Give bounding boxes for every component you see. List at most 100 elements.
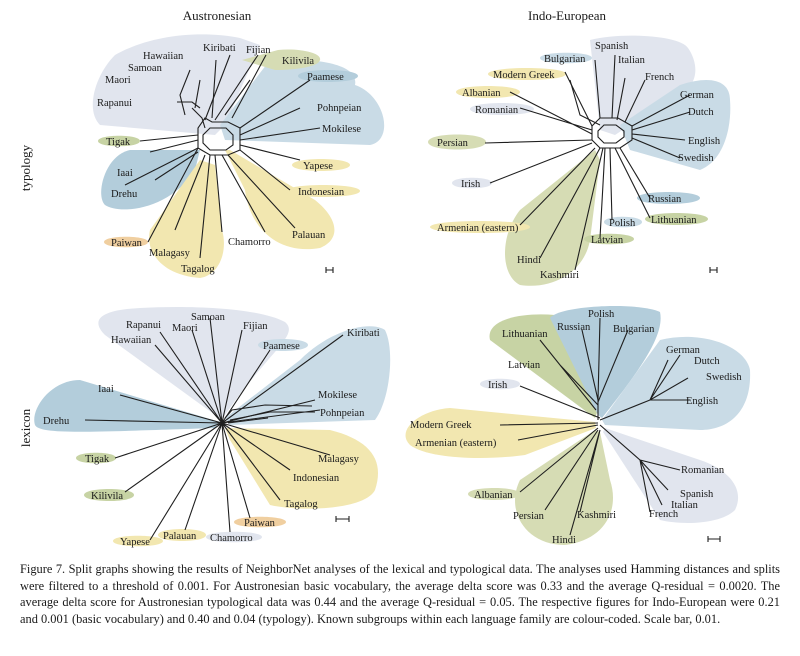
label-indonesian: Indonesian xyxy=(298,187,345,198)
label-kashmiri: Kashmiri xyxy=(540,270,579,281)
label-bulgarian: Bulgarian xyxy=(544,54,586,65)
label-mokilese: Mokilese xyxy=(318,390,357,401)
label-hindi: Hindi xyxy=(517,255,541,266)
label-fijian: Fijian xyxy=(243,321,268,332)
label-yapese: Yapese xyxy=(120,537,150,548)
label-paamese: Paamese xyxy=(307,72,344,83)
label-rapanui: Rapanui xyxy=(126,320,161,331)
figure-caption: Figure 7. Split graphs showing the resul… xyxy=(20,562,780,626)
label-persian: Persian xyxy=(437,138,469,149)
region-albanian xyxy=(456,86,520,98)
label-hawaiian: Hawaiian xyxy=(111,335,152,346)
region-paamese xyxy=(258,339,308,351)
label-bulgarian: Bulgarian xyxy=(613,324,655,335)
label-persian: Persian xyxy=(513,511,545,522)
label-paamese: Paamese xyxy=(263,341,300,352)
region-micronesian xyxy=(225,326,391,425)
label-chamorro: Chamorro xyxy=(228,237,271,248)
label-albanian: Albanian xyxy=(474,490,513,501)
region-paamese xyxy=(298,70,358,82)
label-swedish: Swedish xyxy=(706,372,742,383)
row-label-typology: typology xyxy=(18,144,33,191)
region-kilivila xyxy=(242,49,321,70)
label-russian: Russian xyxy=(648,194,682,205)
label-lithuanian: Lithuanian xyxy=(502,329,548,340)
region-tigak xyxy=(76,452,116,464)
region-lithuanian xyxy=(645,213,708,225)
language-labels: Hawaiian Kiribati Fijian Kilivila Samoan… xyxy=(97,43,362,275)
label-paiwan: Paiwan xyxy=(111,238,143,249)
label-tigak: Tigak xyxy=(85,454,110,465)
label-german: German xyxy=(666,345,701,356)
region-palauan xyxy=(158,529,206,541)
label-kilivila: Kilivila xyxy=(91,491,123,502)
label-kiribati: Kiribati xyxy=(203,43,236,54)
region-polish xyxy=(604,216,642,228)
label-drehu: Drehu xyxy=(111,189,138,200)
row-label-lexicon: lexicon xyxy=(18,408,33,447)
subgroup-regions xyxy=(92,34,385,278)
region-indonesian xyxy=(225,150,335,250)
label-spanish: Spanish xyxy=(680,489,714,500)
label-kilivila: Kilivila xyxy=(282,56,314,67)
region-yapese xyxy=(292,159,350,171)
column-title-indo-european: Indo-European xyxy=(528,8,606,23)
label-yapese: Yapese xyxy=(303,161,333,172)
scale-bar xyxy=(707,536,721,542)
region-irish xyxy=(452,177,492,189)
region-greek-armenian xyxy=(405,408,596,458)
label-pohnpeian: Pohnpeian xyxy=(320,408,365,419)
subgroup-regions xyxy=(428,35,731,286)
region-russian xyxy=(637,192,700,204)
panel-austronesian-lexicon: Samoan Rapanui Maori Fijian Hawaiian Kir… xyxy=(34,306,391,548)
region-latvian xyxy=(584,233,634,245)
region-albanian xyxy=(468,488,520,500)
label-italian: Italian xyxy=(618,55,646,66)
label-samoan: Samoan xyxy=(128,63,163,74)
region-irish xyxy=(480,378,520,390)
label-dutch: Dutch xyxy=(688,107,714,118)
label-paiwan: Paiwan xyxy=(244,518,276,529)
label-albanian: Albanian xyxy=(462,88,501,99)
region-romanian xyxy=(470,103,534,115)
region-western xyxy=(149,160,224,278)
label-rapanui: Rapanui xyxy=(97,98,132,109)
label-indonesian: Indonesian xyxy=(293,473,340,484)
scale-bar xyxy=(335,516,350,522)
region-western xyxy=(225,428,378,509)
label-romanian: Romanian xyxy=(681,465,725,476)
network-edges xyxy=(124,54,321,259)
label-french: French xyxy=(645,72,675,83)
label-malagasy: Malagasy xyxy=(149,248,191,259)
label-irish: Irish xyxy=(488,380,508,391)
column-title-austronesian: Austronesian xyxy=(183,8,252,23)
label-hawaiian: Hawaiian xyxy=(143,51,184,62)
subgroup-regions xyxy=(405,306,751,545)
label-swedish: Swedish xyxy=(678,153,714,164)
label-french: French xyxy=(649,509,679,520)
language-labels: Spanish Bulgarian Italian Modern Greek F… xyxy=(437,41,721,281)
region-modern-greek xyxy=(488,68,566,80)
label-fijian: Fijian xyxy=(246,45,271,56)
label-italian: Italian xyxy=(671,500,699,511)
label-tigak: Tigak xyxy=(106,137,131,148)
label-lithuanian: Lithuanian xyxy=(651,215,697,226)
label-tagalog: Tagalog xyxy=(181,264,215,275)
region-germanic xyxy=(602,336,751,430)
panel-indo-european-lexicon: Polish Russian Bulgarian Lithuanian Germ… xyxy=(405,306,751,546)
label-iaai: Iaai xyxy=(117,168,133,179)
region-polynesian xyxy=(92,34,261,135)
label-polish: Polish xyxy=(588,309,615,320)
scale-bar xyxy=(709,267,718,273)
label-german: German xyxy=(680,90,715,101)
label-english: English xyxy=(686,396,719,407)
region-indo-iranian xyxy=(505,150,600,286)
region-slavic xyxy=(550,306,661,418)
language-labels: Polish Russian Bulgarian Lithuanian Germ… xyxy=(410,309,742,546)
region-bulgarian xyxy=(540,52,592,64)
scale-bar xyxy=(325,267,334,273)
label-samoan: Samoan xyxy=(191,312,226,323)
label-pohnpeian: Pohnpeian xyxy=(317,103,362,114)
label-tagalog: Tagalog xyxy=(284,499,318,510)
label-latvian: Latvian xyxy=(508,360,541,371)
